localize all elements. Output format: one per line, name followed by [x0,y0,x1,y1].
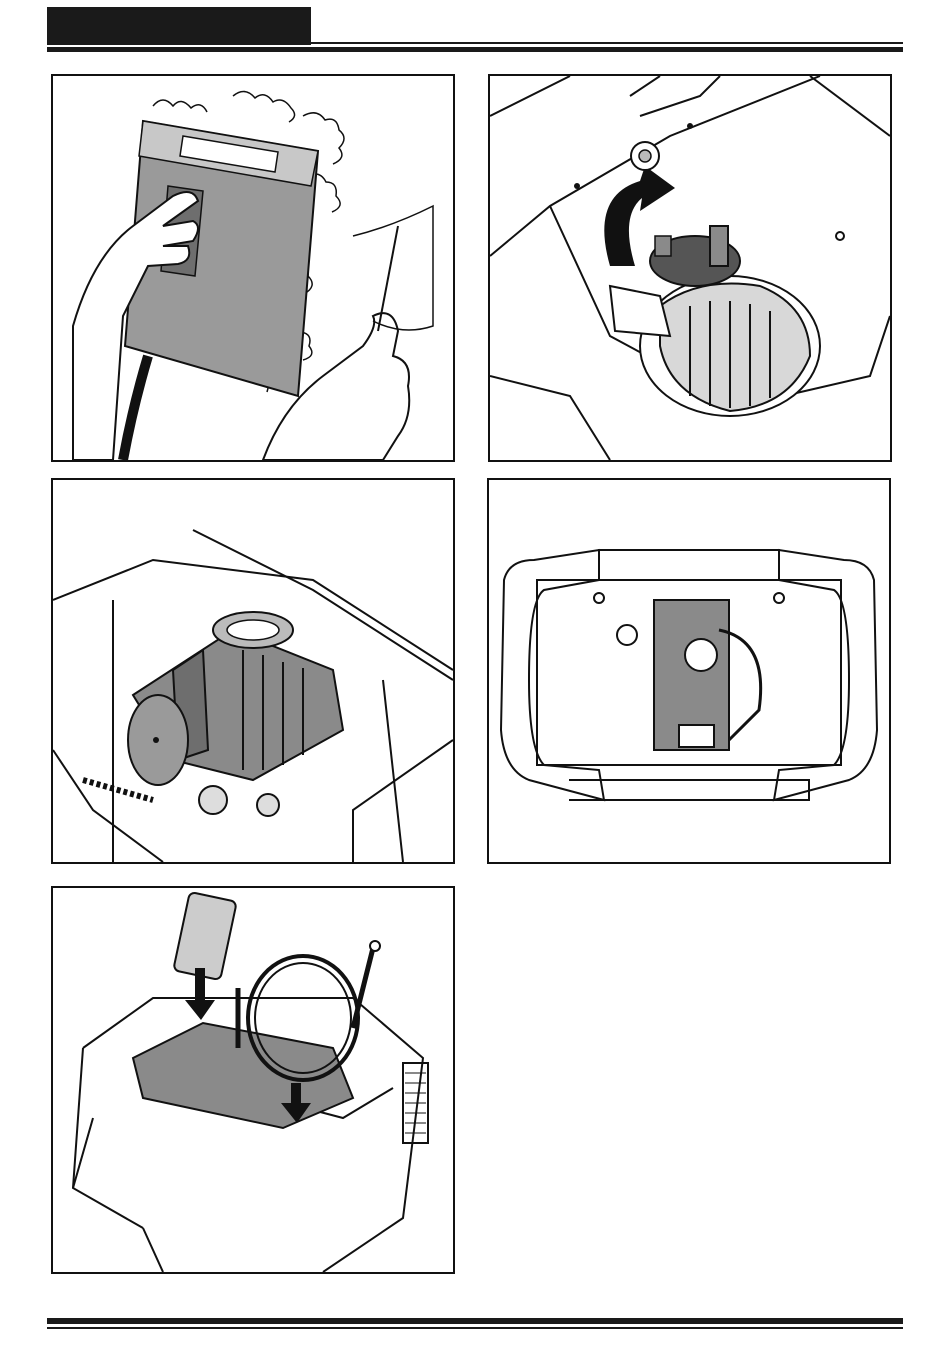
header-rule [47,47,903,52]
footer-rule [47,1318,903,1324]
header-rule-thin [311,42,903,44]
figure-1-illustration [53,76,453,460]
filter-part [173,892,237,980]
pump-housing [610,226,820,416]
figure-2-illustration [490,76,890,460]
figure-4-panel [487,478,891,864]
figure-3-illustration [53,480,453,862]
figure-1-panel [51,74,455,462]
footer-rule-thin [47,1327,903,1329]
power-socket [679,725,714,747]
motor [128,612,343,785]
figure-4-illustration [489,480,889,862]
figure-3-panel [51,478,455,864]
header-section-block [47,7,311,45]
figure-5-panel [51,886,455,1274]
figure-5-illustration [53,888,453,1272]
figure-2-panel [488,74,892,462]
hose [123,356,148,460]
